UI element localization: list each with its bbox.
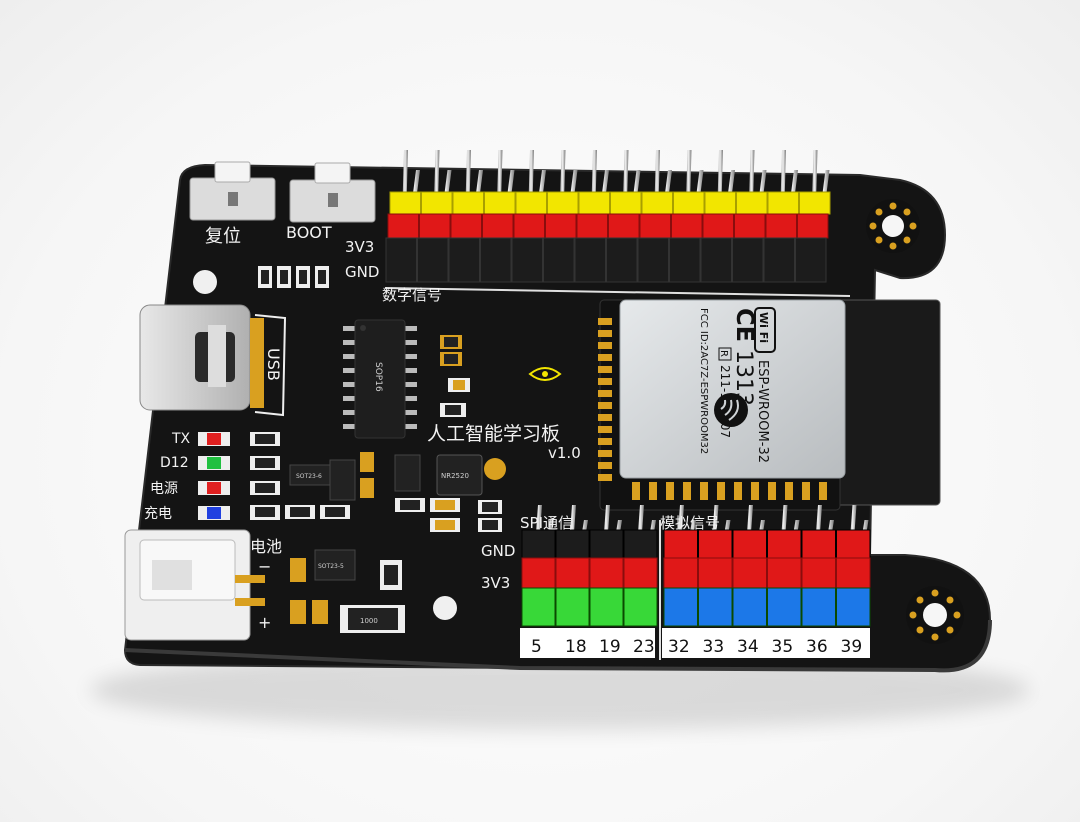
bottom-pin-headers	[521, 505, 871, 660]
board-version: v1.0	[548, 444, 581, 462]
ce-mark: CE	[731, 308, 759, 342]
resistor-label: 1000	[360, 617, 378, 625]
v33-bottom-label: 3V3	[481, 574, 510, 592]
pin-label-5: 5	[531, 637, 542, 657]
gnd-top-label: GND	[345, 263, 379, 281]
pin-label-34: 34	[737, 637, 759, 657]
esp32-module: Wi Fi ESP-WROOM-32 CE 1313 FCC ID:2AC7Z-…	[598, 299, 941, 511]
digital-section-label: 数字信号	[382, 286, 442, 304]
led-d12: D12	[160, 455, 280, 471]
pin-label-32: 32	[668, 637, 690, 657]
pin-label-33: 33	[703, 637, 725, 657]
led-d12-dot	[207, 457, 221, 469]
mounting-hole-right-top	[866, 199, 920, 253]
sop16-chip: SOP16	[343, 319, 417, 439]
sot23-a-label: SOT23-6	[296, 473, 322, 480]
analog-section-label: 模拟信号	[660, 514, 720, 532]
usb-label: USB	[264, 348, 283, 381]
led-tx: TX	[171, 431, 280, 447]
led-power: 电源	[150, 481, 280, 497]
led-charge-label: 充电	[144, 506, 172, 522]
reset-button[interactable]: 复位	[189, 161, 276, 247]
r-mark: R	[718, 350, 729, 357]
led-charge-dot	[207, 507, 221, 519]
led-tx-dot	[207, 433, 221, 445]
pin-label-18: 18	[565, 637, 587, 657]
v33-top-label: 3V3	[345, 238, 374, 256]
board-title: 人工智能学习板	[427, 423, 560, 445]
passives-center	[440, 335, 562, 417]
pin-label-35: 35	[772, 637, 794, 657]
module-name: ESP-WROOM-32	[755, 360, 770, 463]
gnd-bottom-label: GND	[481, 542, 515, 560]
led-power-label: 电源	[150, 481, 178, 497]
eye-logo	[528, 367, 562, 381]
sot23-b-label: SOT23-5	[318, 563, 344, 570]
smd-resistor-array	[258, 266, 329, 288]
wifi-mark: Wi Fi	[757, 312, 770, 343]
serial-section-label: SPI通信	[520, 514, 573, 532]
usb-c-port[interactable]: USB	[139, 304, 287, 417]
battery-label: 电池	[250, 537, 282, 556]
boot-button[interactable]: BOOT	[286, 162, 376, 242]
power-ics: SOT23-6 NR2520	[250, 452, 506, 532]
pin-label-plate-left	[520, 628, 655, 658]
pin-number-labels: 5 18 19 23 32 33 34 35 36 39	[531, 637, 862, 657]
battery-plus: +	[258, 613, 271, 632]
pin-label-39: 39	[841, 637, 863, 657]
led-power-dot	[207, 482, 221, 494]
digital-pin-header	[384, 150, 851, 297]
inductor-label: NR2520	[441, 472, 469, 480]
battery-minus: −	[258, 557, 271, 576]
mounting-holes	[193, 199, 964, 644]
led-tx-label: TX	[171, 431, 191, 447]
sop16-label: SOP16	[373, 362, 383, 392]
mounting-hole-right-bottom	[906, 586, 964, 644]
module-antenna	[834, 299, 941, 506]
pin-label-19: 19	[599, 637, 621, 657]
reset-label: 复位	[205, 226, 241, 247]
led-d12-label: D12	[160, 455, 189, 471]
battery-section: 电池 − + SOT23-5 1000	[124, 529, 405, 641]
pin-label-23: 23	[633, 637, 655, 657]
module-markings: Wi Fi ESP-WROOM-32 CE 1313 FCC ID:2AC7Z-…	[698, 307, 776, 463]
pin-label-36: 36	[806, 637, 828, 657]
boot-label: BOOT	[286, 223, 332, 242]
pin-label-plate-right	[662, 628, 870, 658]
fcc-id: FCC ID:2AC7Z-ESPWROOM32	[698, 308, 709, 454]
